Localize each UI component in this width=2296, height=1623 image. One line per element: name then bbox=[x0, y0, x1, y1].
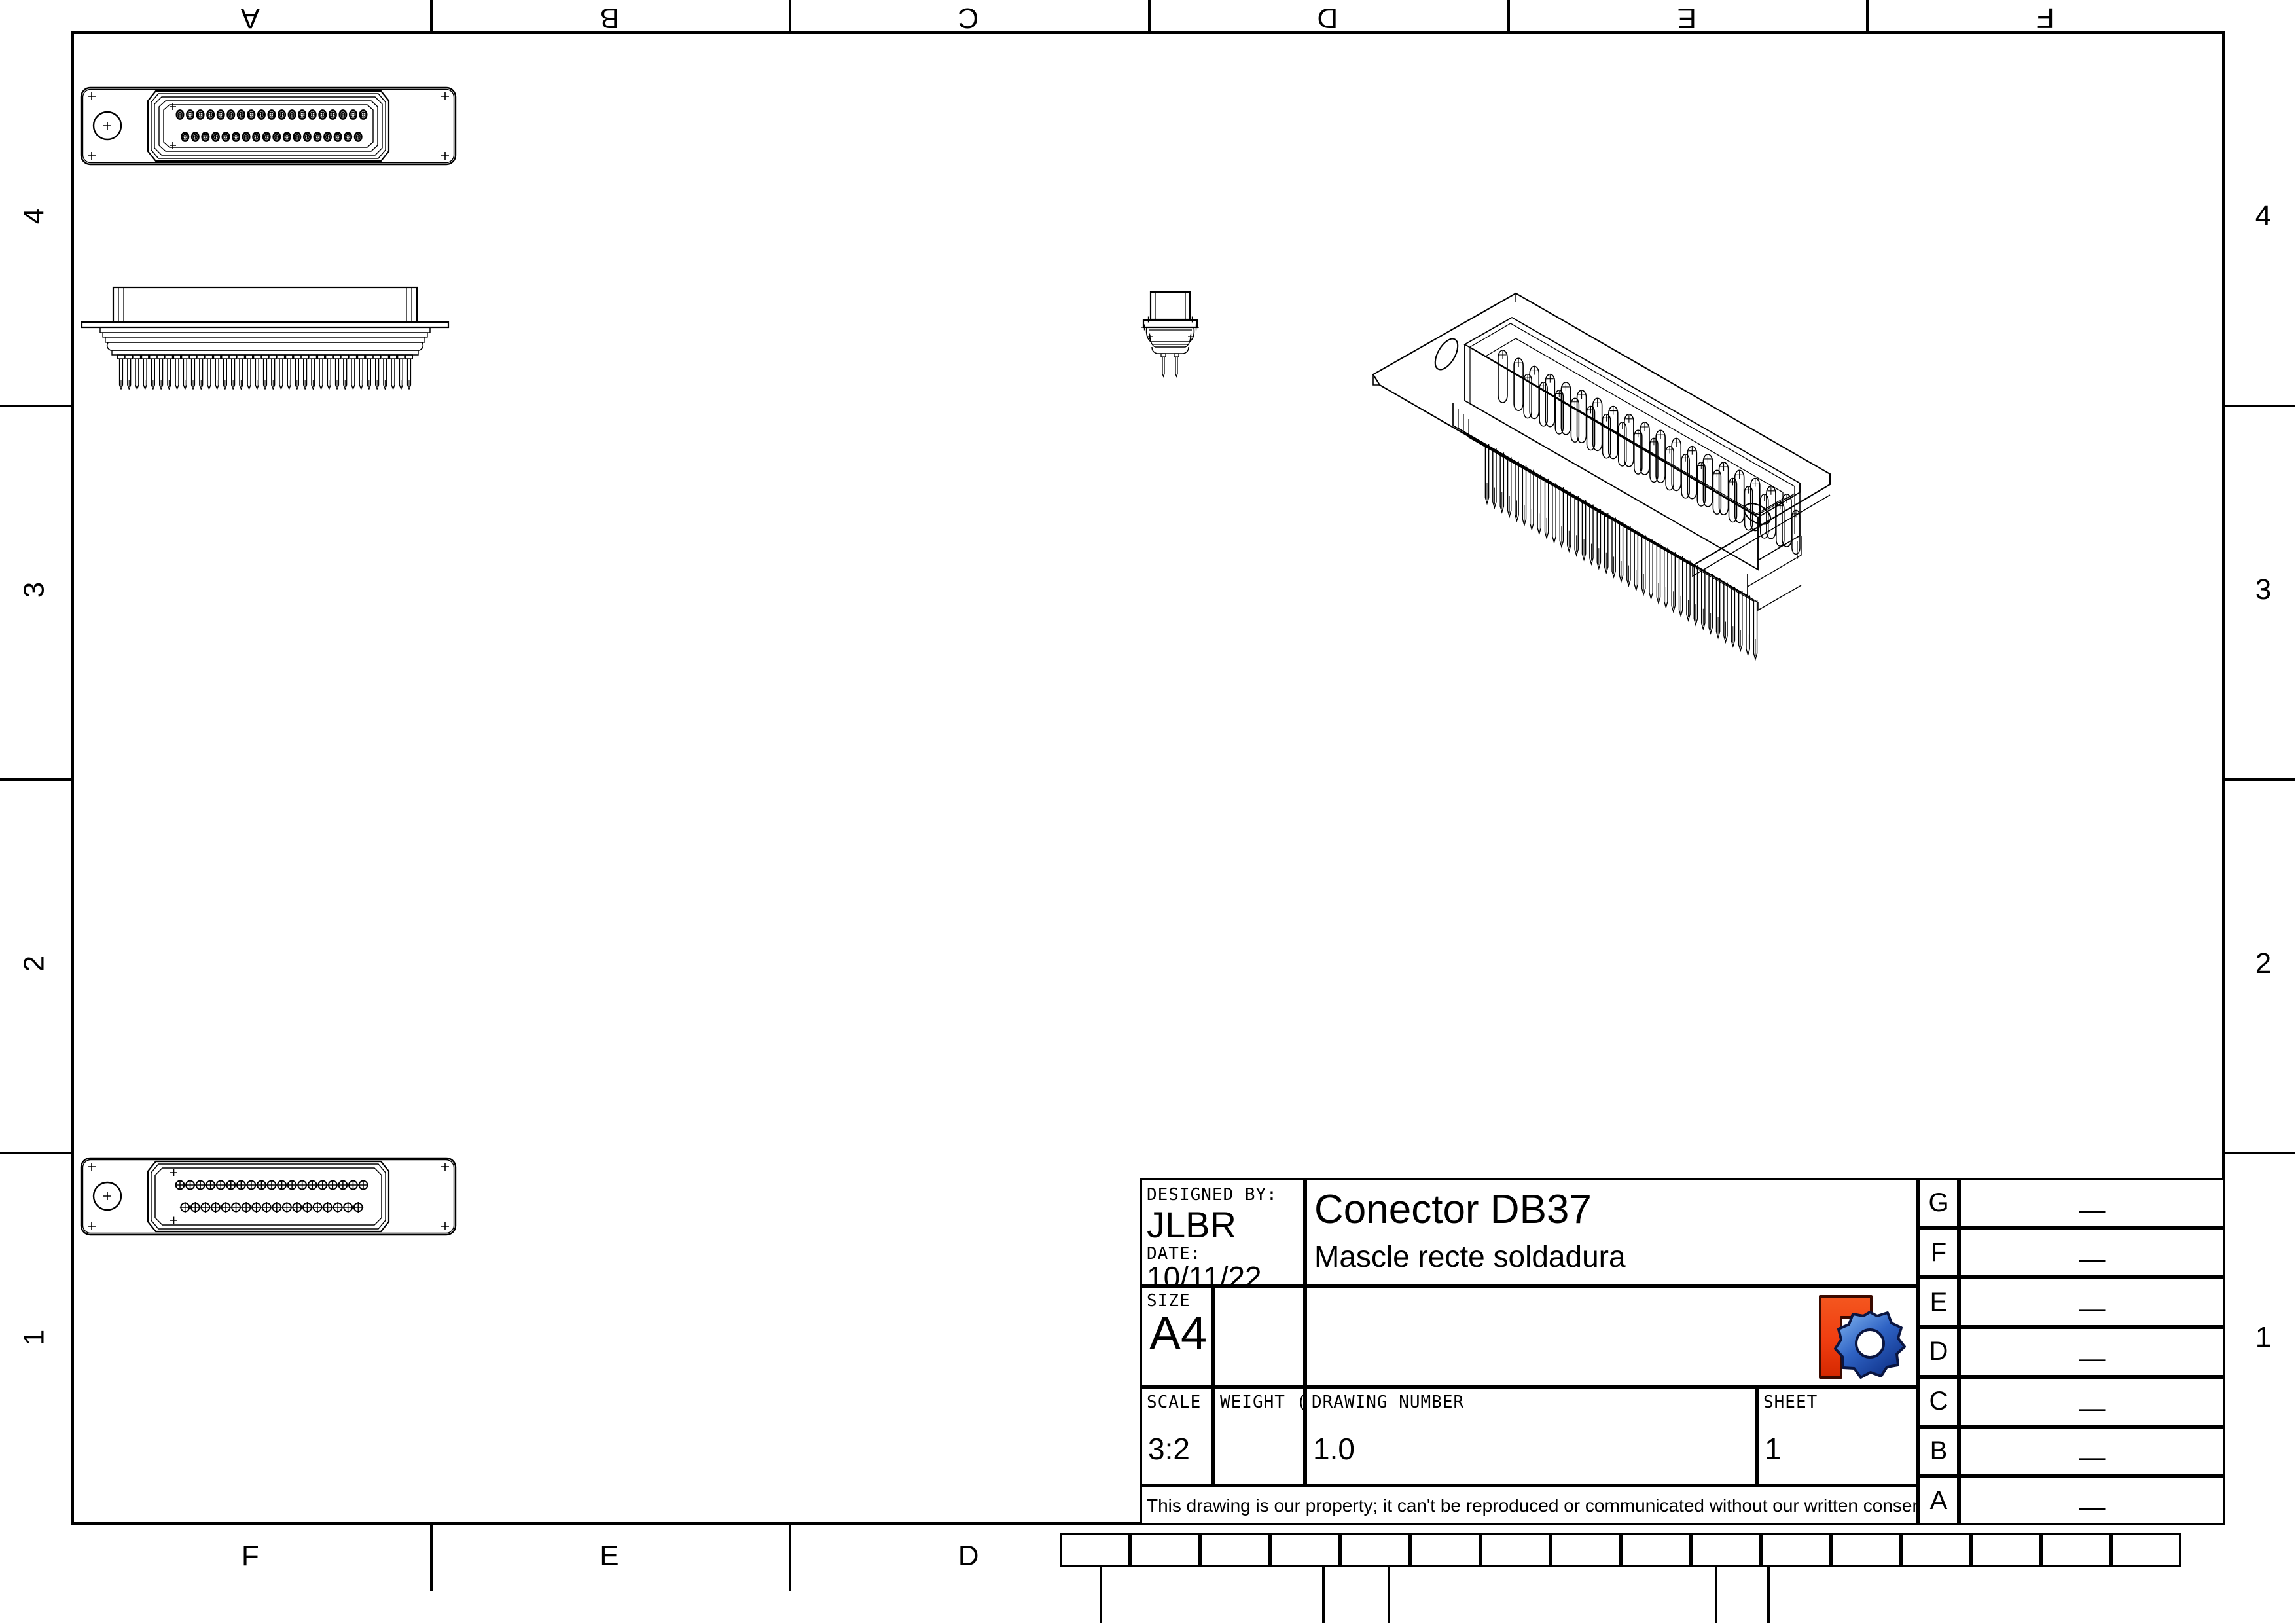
revision-value-E: — bbox=[1959, 1277, 2225, 1328]
zone-number-right-3: 3 bbox=[2255, 574, 2272, 606]
ruler-segment bbox=[2111, 1533, 2181, 1567]
zone-tick-top bbox=[1507, 0, 1510, 31]
ruler-segment bbox=[1691, 1533, 1761, 1567]
zone-number-left-1: 1 bbox=[18, 1329, 50, 1345]
revision-letter-F: F bbox=[1918, 1228, 1959, 1278]
zone-tick-left bbox=[0, 1152, 72, 1155]
ruler-segment bbox=[1410, 1533, 1480, 1567]
ruler-segment bbox=[1551, 1533, 1621, 1567]
revision-letter-B: B bbox=[1918, 1426, 1959, 1476]
cell-size bbox=[1140, 1286, 1213, 1387]
revision-value-A: — bbox=[1959, 1476, 2225, 1525]
end-view bbox=[1138, 289, 1203, 380]
isometric-view bbox=[1368, 288, 1839, 707]
ruler-segment bbox=[1901, 1533, 1971, 1567]
zone-number-left-4: 4 bbox=[18, 208, 50, 225]
title-block: DESIGNED BY: JLBR DATE: 10/11/22 Conecto… bbox=[1140, 1178, 2225, 1525]
ruler-segment bbox=[1831, 1533, 1901, 1567]
zone-tick-right bbox=[2224, 778, 2295, 781]
zone-letter-bottom-D: D bbox=[958, 1540, 979, 1572]
zone-letter-top-A: A bbox=[240, 2, 260, 34]
cell-scale bbox=[1140, 1387, 1213, 1486]
ruler-tick bbox=[1388, 1567, 1390, 1623]
legal-note: This drawing is our property; it can't b… bbox=[1147, 1495, 1933, 1516]
zone-letter-top-D: D bbox=[1317, 2, 1338, 34]
scale-label: SCALE bbox=[1147, 1393, 1202, 1412]
cell-sheet bbox=[1757, 1387, 1918, 1486]
sheet-value: 1 bbox=[1765, 1432, 1782, 1466]
date-label: DATE: bbox=[1147, 1244, 1202, 1264]
ruler-tick bbox=[1767, 1567, 1770, 1623]
ruler-segment bbox=[1200, 1533, 1270, 1567]
zone-letter-top-C: C bbox=[958, 2, 979, 34]
cell-size-spacer bbox=[1213, 1286, 1305, 1387]
zone-number-right-1: 1 bbox=[2255, 1321, 2272, 1353]
revision-letter-A: A bbox=[1918, 1476, 1959, 1525]
zone-number-right-4: 4 bbox=[2255, 200, 2272, 232]
revision-value-F: — bbox=[1959, 1228, 2225, 1278]
ruler-segment bbox=[1270, 1533, 1340, 1567]
zone-letter-bottom-E: E bbox=[600, 1540, 619, 1572]
drawing-title: Conector DB37 bbox=[1314, 1187, 1592, 1232]
zone-letter-top-B: B bbox=[600, 2, 619, 34]
designed-by-value: JLBR bbox=[1147, 1204, 1236, 1245]
ruler-segment bbox=[1060, 1533, 1130, 1567]
ruler-segment bbox=[1130, 1533, 1200, 1567]
ruler-segment bbox=[1761, 1533, 1831, 1567]
ruler-segment bbox=[1480, 1533, 1551, 1567]
zone-letter-bottom-F: F bbox=[241, 1540, 259, 1572]
revision-value-B: — bbox=[1959, 1426, 2225, 1476]
cell-legal-note bbox=[1140, 1486, 1918, 1525]
cell-designed-by bbox=[1140, 1178, 1305, 1286]
revision-letter-D: D bbox=[1918, 1327, 1959, 1377]
ruler-tick bbox=[1715, 1567, 1717, 1623]
cell-drawing-number bbox=[1305, 1387, 1757, 1486]
zone-tick-bottom bbox=[789, 1525, 792, 1591]
zone-letter-top-E: E bbox=[1677, 2, 1696, 34]
rear-view bbox=[79, 1156, 458, 1237]
revision-value-C: — bbox=[1959, 1376, 2225, 1427]
zone-tick-bottom bbox=[429, 1525, 433, 1591]
cell-logo-area bbox=[1305, 1286, 1918, 1387]
ruler-segment bbox=[2041, 1533, 2111, 1567]
cell-title bbox=[1305, 1178, 1918, 1286]
revision-letter-E: E bbox=[1918, 1277, 1959, 1328]
zone-tick-left bbox=[0, 404, 72, 407]
revision-letter-G: G bbox=[1918, 1178, 1959, 1228]
size-value: A4 bbox=[1149, 1307, 1208, 1360]
zone-tick-top bbox=[1866, 0, 1869, 31]
scale-value: 3:2 bbox=[1148, 1432, 1190, 1466]
revision-value-D: — bbox=[1959, 1327, 2225, 1377]
zone-tick-left bbox=[0, 778, 72, 781]
ruler-tick bbox=[1322, 1567, 1325, 1623]
zone-number-left-2: 2 bbox=[18, 955, 50, 972]
designed-by-label: DESIGNED BY: bbox=[1147, 1185, 1278, 1205]
zone-number-left-3: 3 bbox=[18, 581, 50, 598]
sheet-label: SHEET bbox=[1763, 1393, 1818, 1412]
drawing-number-label: DRAWING NUMBER bbox=[1312, 1393, 1465, 1412]
zone-tick-top bbox=[1148, 0, 1151, 31]
revision-value-G: — bbox=[1959, 1178, 2225, 1228]
ruler-tick bbox=[1100, 1567, 1102, 1623]
freecad-logo bbox=[1811, 1291, 1908, 1383]
drawing-subtitle: Mascle recte soldadura bbox=[1314, 1239, 1626, 1273]
ruler-segment bbox=[1971, 1533, 2041, 1567]
ruler-segment bbox=[1340, 1533, 1410, 1567]
zone-letter-top-F: F bbox=[2037, 2, 2055, 34]
zone-number-right-2: 2 bbox=[2255, 947, 2272, 979]
ruler-segment bbox=[1621, 1533, 1691, 1567]
zone-tick-top bbox=[789, 0, 792, 31]
zone-tick-right bbox=[2224, 404, 2295, 407]
front-view bbox=[79, 85, 458, 167]
cell-weight bbox=[1213, 1387, 1305, 1486]
zone-tick-right bbox=[2224, 1152, 2295, 1155]
size-label: SIZE bbox=[1147, 1291, 1191, 1311]
drawing-number-value: 1.0 bbox=[1313, 1432, 1355, 1466]
zone-tick-top bbox=[429, 0, 433, 31]
revision-letter-C: C bbox=[1918, 1376, 1959, 1427]
side-view bbox=[81, 285, 450, 393]
